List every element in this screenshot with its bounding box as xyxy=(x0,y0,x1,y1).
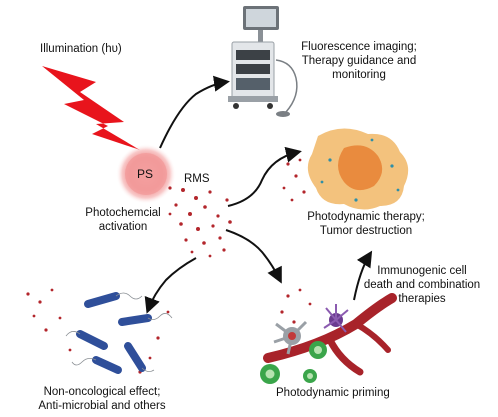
bacteria-icon xyxy=(26,288,173,374)
arrow-to-pdt xyxy=(227,146,302,207)
nononco-line-2: Anti-microbial and others xyxy=(38,400,166,412)
pdt-line-1: Photodynamic therapy; xyxy=(307,211,425,223)
immuno-line-3: therapies xyxy=(398,293,446,305)
photochemical-line-2: activation xyxy=(98,221,148,233)
immunogenic-label: Immunogenic cell death and combination t… xyxy=(358,264,486,306)
dendritic-cell xyxy=(273,320,308,355)
arrow-to-imaging xyxy=(159,75,230,149)
photodynamic-therapy-label: Photodynamic therapy; Tumor destruction xyxy=(296,210,436,238)
arrows xyxy=(144,75,373,314)
immune-cells-icon xyxy=(260,288,397,384)
purple-cell xyxy=(323,304,349,333)
arrow-to-immunogenic xyxy=(353,250,373,301)
non-oncological-label: Non-oncological effect; Anti-microbial a… xyxy=(22,385,182,413)
pdt-line-2: Tumor destruction xyxy=(319,225,413,237)
arrow-to-priming xyxy=(225,229,282,284)
rms-dots xyxy=(168,186,232,258)
tumor-cell-icon xyxy=(282,128,409,210)
photochemical-activation-label: Photochemcial activation xyxy=(68,206,178,234)
arrow-to-bacteria xyxy=(144,257,197,314)
ps-label: PS xyxy=(137,167,154,181)
illumination-label: Illumination (hυ) xyxy=(40,43,122,55)
medical-imaging-cart-icon xyxy=(228,6,298,117)
immuno-line-2: death and combination xyxy=(363,279,481,291)
photodynamic-priming-label: Photodynamic priming xyxy=(276,387,390,399)
nononco-line-1: Non-oncological effect; xyxy=(43,386,161,398)
fluorescence-imaging-label: Fluorescence imaging; Therapy guidance a… xyxy=(284,40,434,82)
fluorescence-line-2: Therapy guidance and xyxy=(301,55,417,67)
rms-label: RMS xyxy=(184,173,210,185)
photochemical-line-1: Photochemcial xyxy=(85,207,161,219)
photosensitizer-circle xyxy=(116,144,176,204)
fluorescence-line-3: monitoring xyxy=(332,69,386,81)
lightning-bolt-icon xyxy=(42,66,140,150)
fluorescence-line-1: Fluorescence imaging; xyxy=(301,41,417,53)
immuno-line-1: Immunogenic cell xyxy=(377,265,467,277)
green-cells xyxy=(260,341,327,384)
